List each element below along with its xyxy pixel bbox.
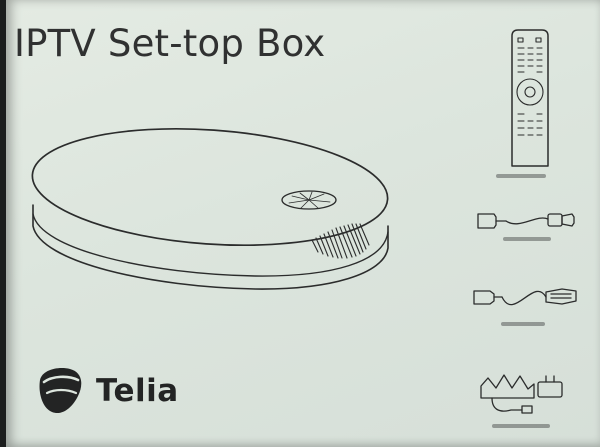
set-top-box-illustration (31, 127, 389, 290)
ethernet-caption-illegible (501, 322, 545, 326)
ethernet-cable-icon (473, 288, 577, 306)
front-vent-hatching (311, 223, 370, 259)
power-button-icon (288, 191, 331, 209)
remote-caption-illegible (496, 174, 546, 178)
box-face (6, 0, 600, 447)
remote-control-icon (511, 29, 549, 167)
hdmi-caption-illegible (503, 237, 551, 241)
telia-pebble-logo-icon (39, 368, 82, 414)
package-title: IPTV Set-top Box (14, 22, 326, 65)
hdmi-cable-icon (477, 213, 575, 229)
brand-lockup: Telia (36, 366, 179, 416)
brand-name: Telia (96, 373, 179, 409)
adapter-caption-illegible (492, 424, 550, 428)
power-adapter-icon (480, 374, 563, 414)
